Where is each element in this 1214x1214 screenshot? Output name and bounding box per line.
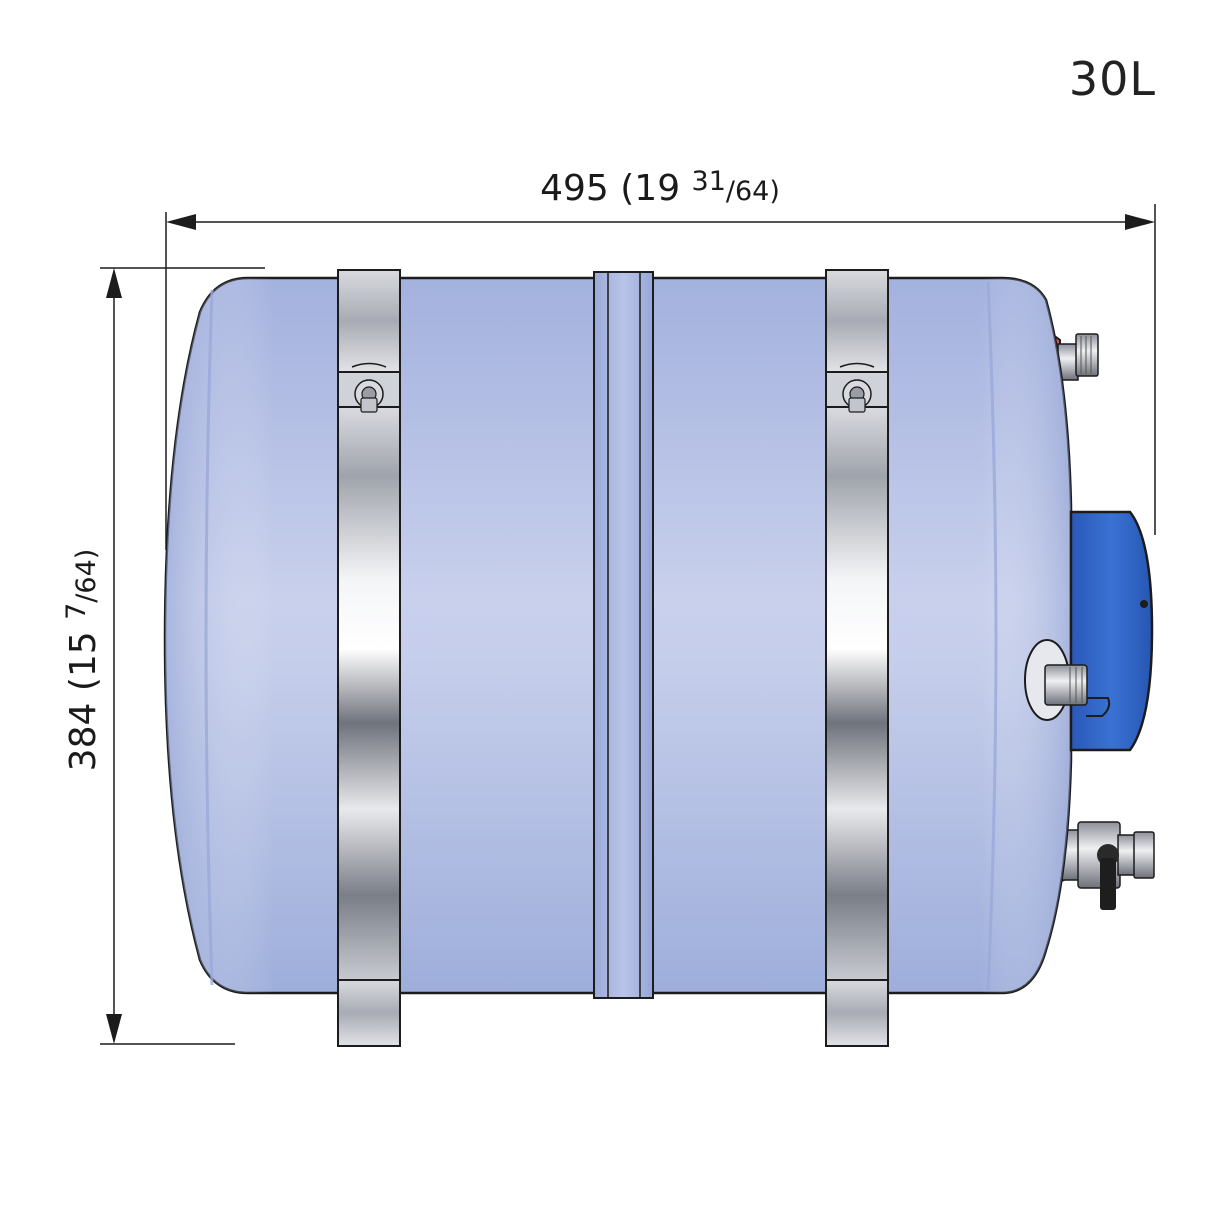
width-arrow-left [166,214,196,230]
mounting-strap-left [337,269,401,1047]
valve-handle [1100,858,1116,910]
heating-element-cover [1069,510,1154,752]
height-dimension: 384 (15 7/64) [61,267,265,1045]
width-dimension: 495 (19 31/64) [165,166,1156,550]
tank-center-seam [593,271,654,999]
strap-bolt-icon [842,379,872,413]
height-arrow-bottom [106,1014,122,1044]
width-dimension-label: 495 (19 31/64) [540,166,780,209]
height-dimension-label: 384 (15 7/64) [61,549,104,772]
width-arrow-right [1125,214,1155,230]
mounting-strap-right [825,269,889,1047]
side-port-fitting [1024,639,1088,721]
height-arrow-top [106,268,122,298]
capacity-label: 30L [1068,52,1156,106]
strap-bolt-icon [354,379,384,413]
